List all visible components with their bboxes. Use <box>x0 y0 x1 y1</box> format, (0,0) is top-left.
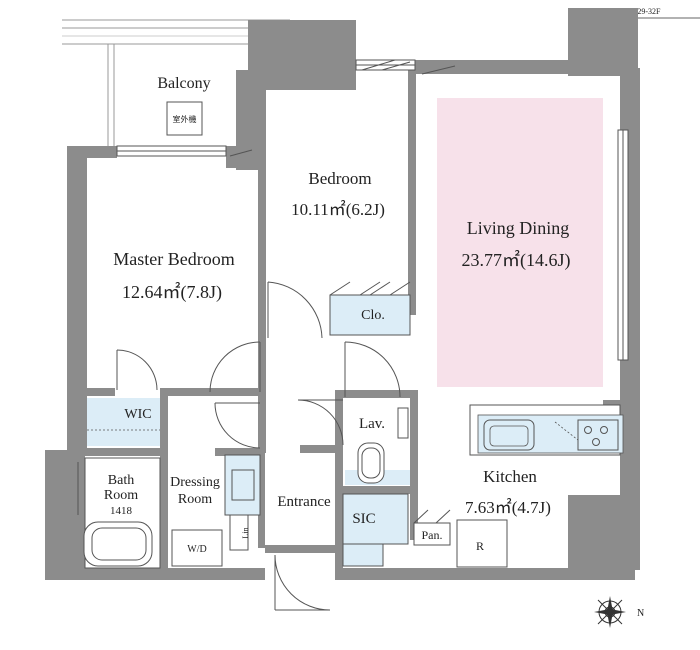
cooktop-icon <box>577 419 619 451</box>
living-dining-highlight <box>437 98 603 387</box>
door-swings <box>116 281 401 611</box>
master-bedroom-area: 12.64㎡(7.8J) <box>122 281 222 303</box>
linen-label: Lin <box>241 527 250 538</box>
compass-north-label: N <box>637 608 644 619</box>
fridge-label: R <box>476 539 484 553</box>
entrance-label: Entrance <box>277 494 331 510</box>
walk-in-closet: WIC <box>87 398 160 446</box>
lavatory-label: Lav. <box>359 416 385 432</box>
bathroom-size: 1418 <box>110 505 133 517</box>
ac-unit-label: 室外機 <box>173 114 197 124</box>
sink-icon <box>483 419 535 451</box>
dressing-room-label-line2: Room <box>178 492 212 507</box>
entrance: Entrance <box>265 453 335 545</box>
lavatory: Lav. <box>345 407 410 485</box>
dressing-room: Dressing Room W/D Lin <box>170 454 261 567</box>
master-bedroom-label: Master Bedroom <box>113 249 234 269</box>
compass-rose-icon: N <box>594 596 644 628</box>
bedroom-area: 10.11㎡(6.2J) <box>291 200 385 219</box>
ac-unit-box <box>166 101 203 136</box>
washer-space <box>171 529 223 567</box>
kitchen-area: 7.63㎡(4.7J) <box>465 498 551 517</box>
bedroom-label: Bedroom <box>308 169 371 188</box>
linen-cabinet <box>229 514 249 551</box>
closet-label: Clo. <box>361 308 385 323</box>
living-dining-label: Living Dining <box>467 218 570 238</box>
walls <box>45 8 640 580</box>
pantry-label: Pan. <box>422 528 443 542</box>
sic-label: SIC <box>352 511 375 527</box>
kitchen: Kitchen 7.63㎡(4.7J) Pan. R <box>413 404 624 568</box>
fridge-space <box>456 519 508 568</box>
plan-code: 23-26-29-32F <box>616 7 661 16</box>
shoe-in-closet: SIC <box>342 493 409 567</box>
bathroom-label-line2: Room <box>104 488 138 503</box>
dressing-room-label-line1: Dressing <box>170 475 220 490</box>
wic-label: WIC <box>124 407 151 422</box>
washer-label: W/D <box>187 544 206 555</box>
closet: Clo. <box>329 281 411 336</box>
windows <box>116 59 629 361</box>
living-dining-area: 23.77㎡(14.6J) <box>462 249 571 271</box>
pantry <box>413 522 451 546</box>
bathroom-label-line1: Bath <box>108 473 134 488</box>
kitchen-label: Kitchen <box>483 467 537 486</box>
balcony-label: Balcony <box>157 75 210 92</box>
balcony-door-swings <box>229 59 456 157</box>
bathroom: Bath Room 1418 <box>77 457 161 569</box>
